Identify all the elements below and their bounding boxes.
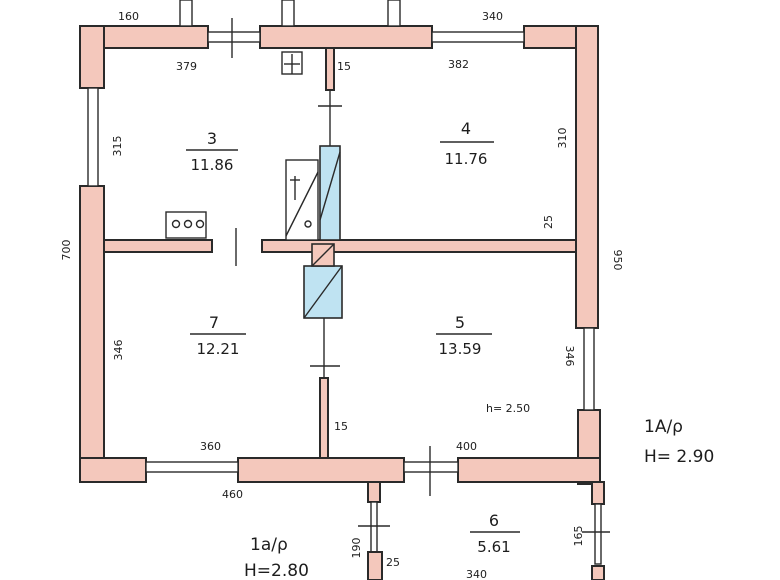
wall-bottom-middle	[237, 457, 405, 483]
fixtures	[165, 51, 303, 239]
room-5-area: 13.59	[439, 340, 482, 358]
dim-left-total: 700	[60, 240, 73, 261]
annex	[358, 481, 610, 580]
dim-room5-bottom: 400	[456, 440, 477, 453]
room-7-area: 12.21	[197, 340, 240, 358]
dim-room4-top: 382	[448, 58, 469, 71]
dim-top-right: 340	[482, 10, 503, 23]
partition-vertical-bottom	[319, 377, 329, 459]
dim-room7-left: 346	[112, 340, 125, 361]
vent-stub-1	[179, 0, 193, 27]
wall-bottom-left	[79, 457, 147, 483]
windows	[87, 0, 595, 496]
wall-left-lower	[79, 185, 105, 483]
annex-height: H=2.80	[244, 561, 309, 580]
dim-room7-bottom: 360	[200, 440, 221, 453]
window-left	[87, 87, 99, 187]
main-building-code: 1A/ρ	[644, 417, 683, 437]
dim-room4-right: 310	[556, 128, 569, 149]
room-5-number: 5	[455, 313, 465, 332]
wall-bottom-right	[457, 457, 601, 483]
wall-left-upper	[79, 25, 105, 89]
annex-code: 1a/ρ	[250, 535, 288, 555]
annex-wall-left-bottom	[367, 551, 383, 580]
room-labels: 3 11.86 4 11.76 7 12.21 5 13.59 6 5.61	[186, 119, 520, 556]
room-3-number: 3	[207, 129, 217, 148]
window-bottom-right	[403, 461, 459, 473]
dim-room5-right: 346	[563, 346, 576, 367]
interior-walls	[103, 47, 577, 459]
wall-top-middle	[259, 25, 433, 49]
annex-window-left	[370, 501, 378, 553]
dim-annex-left: 190	[350, 538, 363, 559]
partition-horizontal-right	[261, 239, 577, 253]
annex-wall-right-bottom	[591, 565, 605, 580]
dim-annex-wall: 25	[386, 556, 400, 569]
dim-annex-bottom: 340	[466, 568, 487, 580]
partition-horizontal-left	[103, 239, 213, 253]
wall-right-upper	[575, 25, 599, 329]
room-6-number: 6	[489, 511, 499, 530]
stove	[285, 145, 343, 319]
window-bottom-left	[145, 461, 239, 473]
window-right	[583, 327, 595, 411]
building-notes: 1A/ρ H= 2.90 1a/ρ H=2.80	[244, 417, 714, 580]
partition-vertical-top	[325, 47, 335, 91]
annex-wall-right-top	[591, 481, 605, 505]
dim-right-total: 950	[611, 250, 624, 271]
annex-wall-left-top	[367, 481, 381, 503]
room-4-number: 4	[461, 119, 471, 138]
room-6-area: 5.61	[477, 538, 510, 556]
dim-room3-top: 379	[176, 60, 197, 73]
room-4-area: 11.76	[445, 150, 488, 168]
window-top-left	[207, 31, 261, 43]
exterior-walls	[79, 25, 601, 485]
door-marks	[235, 90, 342, 378]
dim-bottom-total: 460	[222, 488, 243, 501]
dim-top-left: 160	[118, 10, 139, 23]
dim-partition-bottom: 15	[334, 420, 348, 433]
room-7-number: 7	[209, 313, 219, 332]
dim-room3-left: 315	[111, 136, 124, 157]
main-building-height: H= 2.90	[644, 447, 714, 467]
window-top-right	[431, 31, 525, 43]
room-3-area: 11.86	[191, 156, 234, 174]
dim-annex-right: 165	[572, 526, 585, 547]
annex-window-right	[594, 503, 602, 565]
vent-stub-3	[387, 0, 401, 27]
vent-stub-2	[281, 0, 295, 27]
stove-cooktop	[285, 159, 319, 241]
room5-height: h= 2.50	[486, 402, 530, 415]
dim-partition-right: 25	[542, 215, 555, 229]
dim-partition-top: 15	[337, 60, 351, 73]
dimension-labels: 160 340 379 15 382 315 310 25 700 950 34…	[60, 10, 624, 580]
